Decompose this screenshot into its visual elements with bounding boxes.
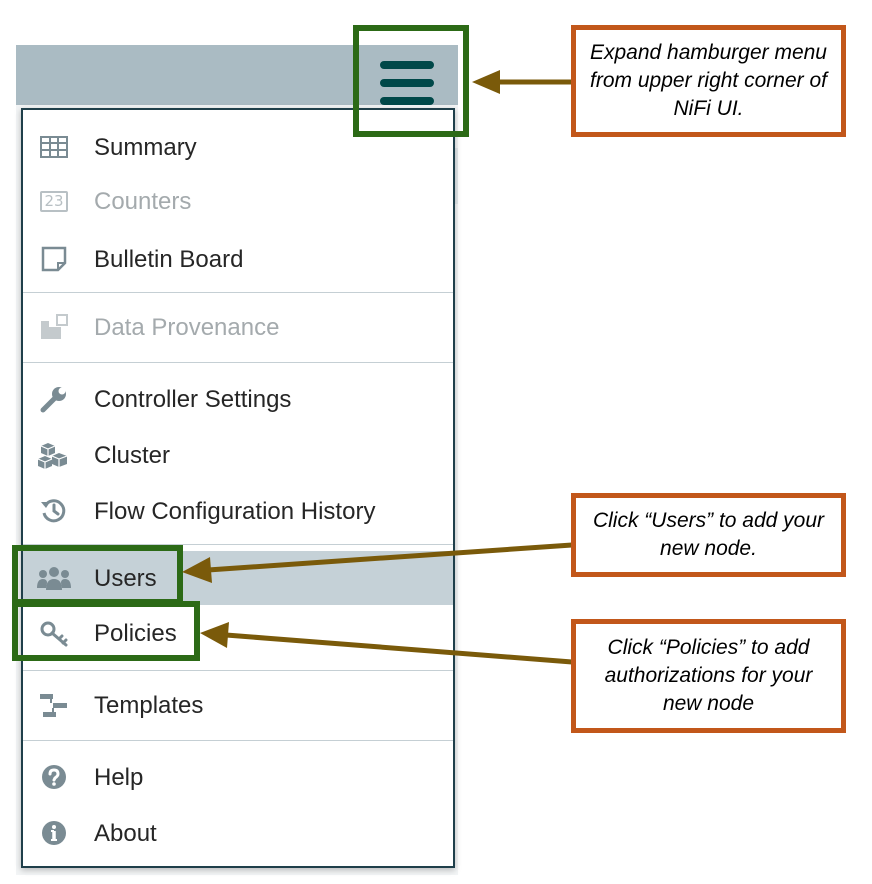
cubes-icon [37,440,71,470]
menu-item-label: Data Provenance [94,314,280,341]
templates-icon [37,690,71,720]
menu-item-label: Templates [94,692,204,719]
counter-icon: 23 [37,186,71,216]
menu-item-summary[interactable]: Summary [23,122,453,172]
hamburger-highlight-frame [353,25,469,137]
arrow-policies [225,632,573,665]
menu-item-label: Bulletin Board [94,246,244,273]
users-icon [37,563,71,593]
history-icon [37,496,71,526]
menu-divider [23,362,453,363]
arrowhead-hamburger [472,70,500,94]
menu-divider [23,740,453,741]
arrow-users [207,542,573,573]
callout-hamburger: Expand hamburger menu from upper right c… [571,25,846,137]
question-circle-icon [37,762,71,792]
menu-divider [23,670,453,671]
table-icon [37,132,71,162]
menu-item-controller-settings[interactable]: Controller Settings [23,374,453,424]
callout-text: Expand hamburger menu from upper right c… [590,41,827,120]
callout-text: Click “Policies” to add authorizations f… [604,636,813,715]
arrowhead-users [182,557,212,583]
menu-item-policies[interactable]: Policies [23,608,453,658]
provenance-icon [37,312,71,342]
callout-text: Click “Users” to add your new node. [592,509,825,560]
menu-item-label: About [94,820,157,847]
menu-item-label: Summary [94,134,197,161]
menu-item-label: Help [94,764,144,791]
menu-item-counters[interactable]: 23 Counters [23,176,453,226]
callout-users: Click “Users” to add your new node. [571,493,846,577]
menu-item-help[interactable]: Help [23,752,453,802]
wrench-icon [37,384,71,414]
menu-item-label: Controller Settings [94,386,292,413]
menu-item-cluster[interactable]: Cluster [23,430,453,480]
menu-item-flow-configuration-history[interactable]: Flow Configuration History [23,486,453,536]
policies-highlight-frame [12,601,200,661]
info-circle-icon [37,818,71,848]
menu-item-label: Policies [94,620,177,647]
menu-divider [23,292,453,293]
key-icon [37,618,71,648]
callout-policies: Click “Policies” to add authorizations f… [571,619,846,733]
menu-item-label: Cluster [94,442,171,469]
menu-divider [23,544,453,545]
menu-item-label: Users [94,565,157,592]
hamburger-menu-icon[interactable] [378,57,436,109]
menu-item-label: Flow Configuration History [94,498,376,525]
bulletin-icon [37,244,71,274]
nifi-header-bar [16,45,458,105]
menu-item-about[interactable]: About [23,808,453,858]
menu-item-bulletin-board[interactable]: Bulletin Board [23,234,453,284]
menu-item-data-provenance[interactable]: Data Provenance [23,302,453,352]
menu-item-templates[interactable]: Templates [23,680,453,730]
global-menu: Summary 23 Counters Bulletin Board Data … [21,108,455,868]
menu-item-label: Counters [94,188,192,215]
arrowhead-policies [200,622,229,648]
